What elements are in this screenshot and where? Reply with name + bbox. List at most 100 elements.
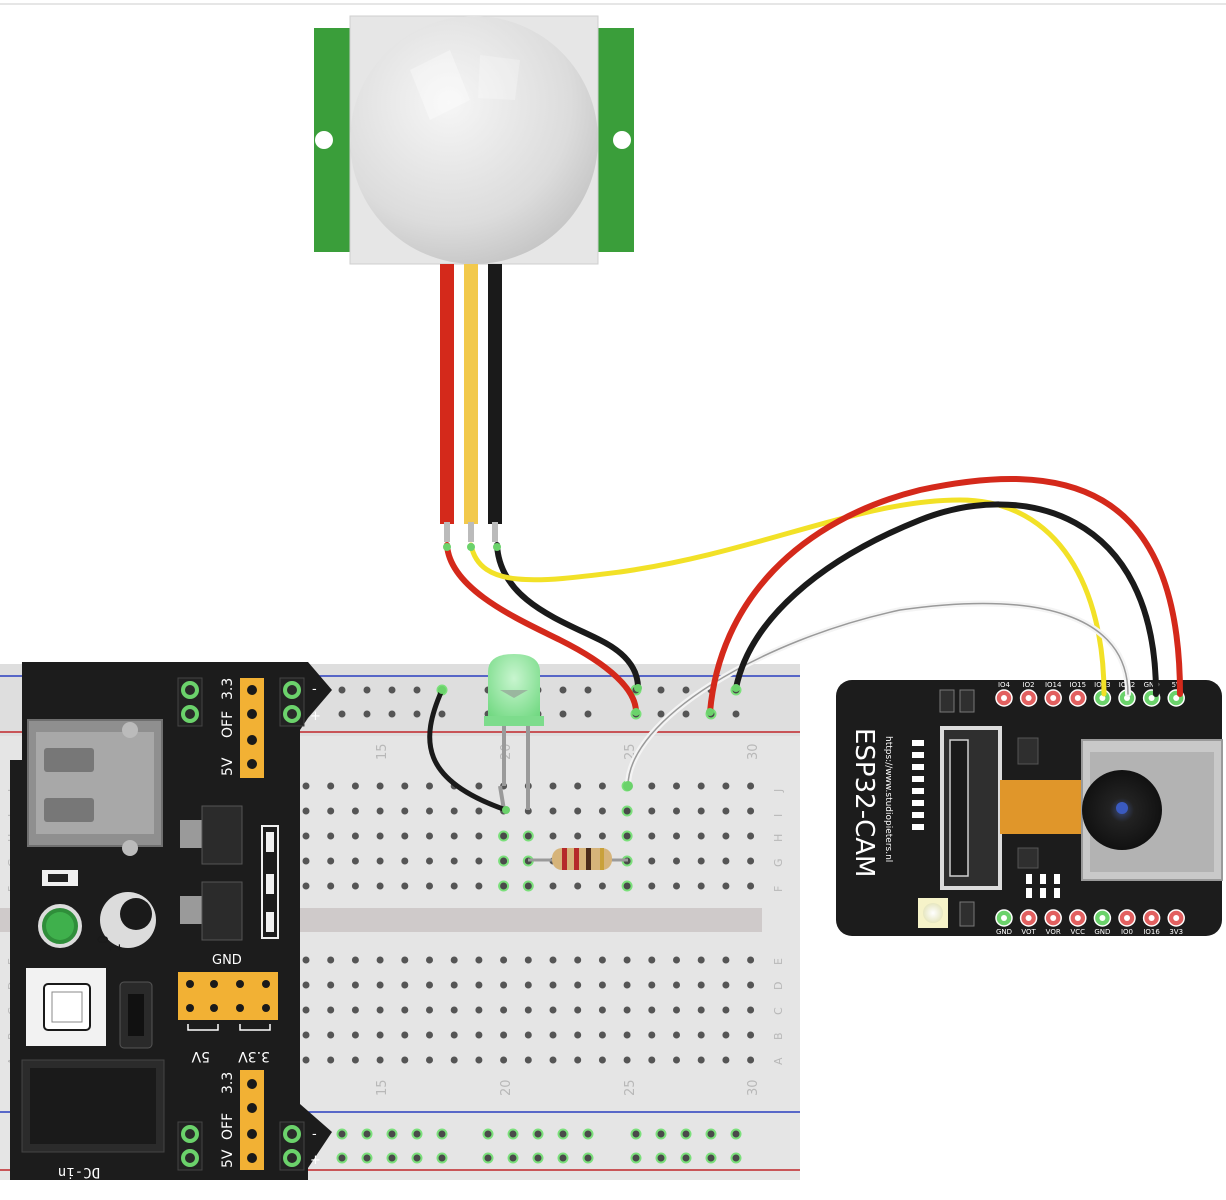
voltage-jumper-top: 3.3 OFF 5V: [220, 678, 264, 778]
breadboard-hole: [426, 782, 433, 790]
esp32-pin-hole: [1148, 915, 1155, 921]
breadboard-hole: [376, 782, 384, 790]
breadboard-hole: [336, 1152, 348, 1164]
breadboard-hole: [351, 956, 359, 964]
breadboard-hole: [648, 1006, 656, 1014]
breadboard-hole: [450, 956, 458, 964]
breadboard-hole: [401, 807, 409, 815]
breadboard-hole: [648, 782, 656, 790]
regulator-tab-1: [180, 820, 204, 848]
breadboard-hole: [361, 1128, 373, 1140]
breadboard-hole: [549, 1031, 557, 1039]
breadboard-hole: [363, 686, 371, 694]
breadboard-hole: [682, 710, 690, 718]
breadboard-hole: [655, 1128, 667, 1140]
breadboard-hole: [327, 1006, 335, 1014]
breadboard-hole: [549, 1006, 557, 1014]
esp32-board-name: ESP32-CAM: [849, 728, 879, 877]
breadboard-hole: [673, 1056, 680, 1064]
breadboard-hole: [388, 686, 396, 694]
breadboard-hole: [621, 880, 633, 892]
led: [484, 654, 544, 811]
esp32-pin-hole: [1050, 695, 1057, 701]
breadboard-hole: [401, 857, 409, 865]
esp32-pin-label: IO14: [1045, 681, 1062, 689]
breadboard-hole: [549, 782, 557, 790]
breadboard-hole: [673, 882, 680, 890]
breadboard-hole: [722, 857, 730, 865]
wires: [427, 475, 1183, 814]
breadboard-hole: [475, 1031, 483, 1039]
breadboard-hole: [475, 857, 483, 865]
breadboard-hole: [426, 882, 433, 890]
breadboard-hole: [522, 830, 534, 842]
esp32-url: https://www.studiopieters.nl: [883, 736, 893, 862]
breadboard-hole: [598, 832, 606, 840]
breadboard-hole: [475, 1056, 483, 1064]
esp32-pin-hole: [1173, 915, 1180, 921]
breadboard-hole: [747, 832, 755, 840]
breadboard-hole: [598, 1056, 606, 1064]
breadboard-hole: [697, 807, 705, 815]
breadboard-hole: [623, 1031, 631, 1039]
led-body: [488, 654, 540, 724]
breadboard-hole: [673, 981, 680, 989]
breadboard-hole: [327, 882, 335, 890]
breadboard-hole: [648, 1056, 656, 1064]
esp32-pin-label: IO2: [1023, 681, 1035, 689]
breadboard-hole: [697, 956, 705, 964]
breadboard-hole: [376, 981, 384, 989]
breadboard-hole: [363, 710, 371, 718]
breadboard-hole: [598, 782, 606, 790]
breadboard-hole: [655, 1152, 667, 1164]
breadboard-hole: [598, 956, 606, 964]
breadboard-hole: [657, 686, 665, 694]
breadboard-hole: [673, 782, 680, 790]
breadboard-hole: [730, 1152, 742, 1164]
breadboard-hole: [475, 807, 483, 815]
breadboard-hole: [327, 832, 335, 840]
breadboard-hole: [500, 956, 508, 964]
row-letter-f: F: [772, 886, 785, 892]
row-letter-i: I: [772, 814, 785, 817]
breadboard-hole: [336, 1128, 348, 1140]
breadboard-hole: [302, 782, 310, 790]
jumper-top-label-off: OFF: [220, 711, 236, 738]
breadboard-hole: [673, 807, 680, 815]
breadboard-hole: [450, 807, 458, 815]
row-letter-b: B: [772, 1032, 785, 1040]
breadboard-hole: [376, 1006, 384, 1014]
breadboard-hole: [388, 710, 396, 718]
breadboard-hole: [327, 1031, 335, 1039]
breadboard-hole: [436, 1152, 448, 1164]
esp32-pin-hole: [1025, 915, 1032, 921]
regulator-2: [201, 881, 243, 941]
breadboard-hole: [747, 782, 755, 790]
breadboard-hole: [376, 956, 384, 964]
breadboard-hole: [327, 782, 335, 790]
breadboard-hole: [376, 807, 384, 815]
jumper-top-label-5v: 5V: [220, 757, 236, 776]
breadboard-hole: [411, 1128, 423, 1140]
breadboard-hole: [697, 981, 705, 989]
gnd-label: GND: [212, 953, 242, 968]
breadboard-hole: [351, 981, 359, 989]
breadboard-hole: [500, 1056, 508, 1064]
breadboard-hole: [722, 981, 730, 989]
wire-black-gnd: [733, 501, 1159, 697]
esp32-pin-label: GND: [996, 928, 1012, 936]
regulator-tab-2: [180, 896, 204, 924]
breadboard-hole: [327, 956, 335, 964]
breadboard-hole: [673, 1006, 680, 1014]
breadboard-hole: [376, 1056, 384, 1064]
breadboard-hole: [450, 981, 458, 989]
breadboard-hole: [361, 1152, 373, 1164]
breadboard-hole: [722, 1056, 730, 1064]
breadboard-hole: [482, 1128, 494, 1140]
jumper-top-label-33: 3.3: [220, 678, 236, 700]
breadboard-hole: [401, 1006, 409, 1014]
breadboard-hole: [302, 807, 310, 815]
breadboard-hole: [302, 1056, 310, 1064]
switch-label-1: 1: [108, 943, 124, 952]
